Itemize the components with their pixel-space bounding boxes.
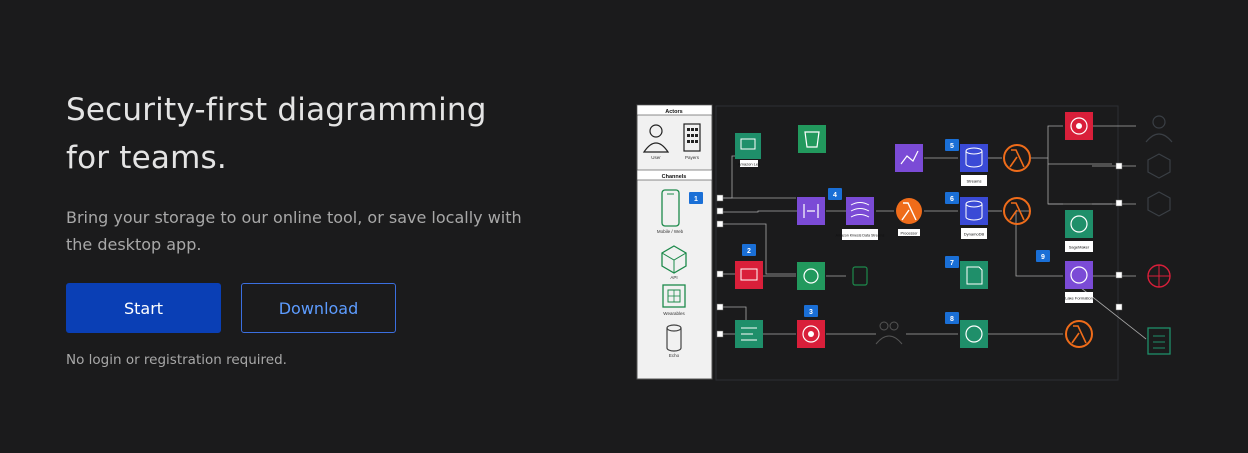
dynamodb-streams-label: Streams	[967, 179, 982, 184]
hero-subtitle: Bring your storage to our online tool, o…	[66, 204, 536, 258]
actor-payers-label: Payers	[685, 155, 700, 160]
channel-wearables-label: Wearables	[663, 311, 685, 316]
channel-mobile-label: Mobile / Web	[657, 229, 684, 234]
port-markers	[716, 162, 1123, 338]
s3-bucket-node	[798, 125, 826, 153]
hero-title-line1: Security-first diagramming	[66, 92, 487, 128]
start-button[interactable]: Start	[66, 283, 221, 333]
kinesis-label: Amazon Kinesis Data Streams	[836, 234, 885, 238]
api-gateway-node	[797, 197, 825, 225]
hero-title-line2: for teams.	[66, 140, 227, 176]
lambda-processor-node: Processor	[896, 198, 922, 236]
channel-api-label: API	[670, 275, 677, 280]
step-badge-2: 2	[747, 248, 751, 255]
building-icon	[683, 123, 701, 152]
comprehend-node	[960, 320, 988, 348]
step-badge-8: 8	[950, 316, 954, 323]
lambda-node-upper	[1003, 144, 1031, 172]
download-button[interactable]: Download	[241, 283, 396, 333]
step-badge-4: 4	[833, 192, 837, 199]
amazon-lex-label: Amazon Lex	[738, 162, 760, 167]
step-badges: 1 2 3 4 5 6 7 8 9	[689, 139, 1050, 324]
hero-text-block: Security-first diagramming for teams. Br…	[66, 86, 546, 258]
step-badge-3: 3	[809, 309, 813, 316]
actors-channels-panel: Actors User Payers Channels Mobile / Web	[636, 104, 713, 380]
channel-echo-label: Echo	[669, 353, 680, 358]
cube-outline-icon	[1147, 153, 1171, 217]
lake-formation-label: Lake Formation	[1065, 296, 1093, 301]
hero-subtitle-line1: Bring your storage to our online tool, o…	[66, 208, 522, 227]
cognito-node	[735, 261, 763, 289]
lambda-processor-label: Processor	[900, 232, 918, 236]
document-notebook-icon	[1147, 327, 1171, 355]
lambda-node-lower	[1065, 320, 1093, 348]
cta-button-row: Start Download	[66, 283, 396, 333]
sagemaker-node: SageMaker	[1065, 210, 1093, 252]
pinpoint-lower-node	[797, 320, 825, 348]
amazon-lex-node: Amazon Lex	[735, 133, 761, 167]
sagemaker-label: SageMaker	[1069, 245, 1090, 250]
channels-heading: Channels	[662, 174, 687, 180]
hero-title: Security-first diagramming for teams.	[66, 86, 546, 182]
user-icon	[642, 124, 670, 153]
step-badge-6: 6	[950, 196, 954, 203]
diagram-canvas-frame	[715, 105, 1119, 381]
hero-subtitle-line2: the desktop app.	[66, 235, 202, 254]
dynamodb-node: DynamoDB	[960, 197, 988, 239]
step-badge-9: 9	[1041, 254, 1045, 261]
transcribe-node	[735, 320, 763, 348]
user-outline-icon	[1145, 115, 1173, 143]
lake-formation-node: Lake Formation	[1065, 261, 1093, 303]
no-login-note: No login or registration required.	[66, 352, 287, 368]
textract-node	[960, 261, 988, 289]
iot-device-node	[852, 266, 868, 286]
actors-heading: Actors	[665, 109, 682, 115]
iot-core-node	[797, 262, 825, 290]
dynamodb-label: DynamoDB	[964, 232, 985, 237]
step-badge-7: 7	[950, 260, 954, 267]
pinpoint-node	[1065, 112, 1093, 140]
echo-cylinder-icon	[666, 324, 682, 352]
chip-icon	[662, 284, 686, 308]
network-globe-icon	[1147, 264, 1171, 288]
step-badge-1: 1	[694, 196, 698, 203]
lambda-node-middle	[1003, 197, 1031, 225]
step-badge-5: 5	[950, 143, 954, 150]
actor-user-label: User	[651, 155, 661, 160]
quicksight-node	[895, 144, 923, 172]
users-group-icon	[875, 321, 903, 345]
dynamodb-streams-node: Streams	[960, 144, 988, 186]
mobile-icon	[661, 189, 680, 227]
architecture-diagram-preview: Actors User Payers Channels Mobile / Web	[636, 104, 1173, 381]
api-cube-icon	[661, 245, 687, 274]
kinesis-node: Amazon Kinesis Data Streams	[836, 197, 885, 240]
